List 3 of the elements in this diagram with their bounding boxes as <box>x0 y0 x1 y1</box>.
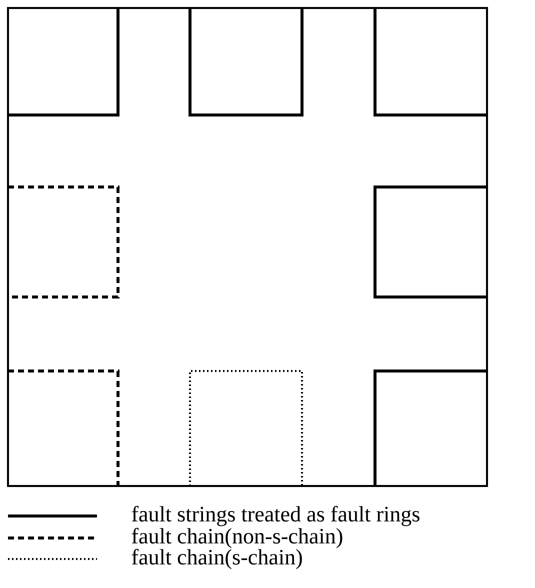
legend-text: fault chain(s-chain) <box>132 548 302 570</box>
legend-text: fault chain(non-s-chain) <box>132 528 342 548</box>
legend-text: fault strings treated as fault rings <box>132 506 420 526</box>
